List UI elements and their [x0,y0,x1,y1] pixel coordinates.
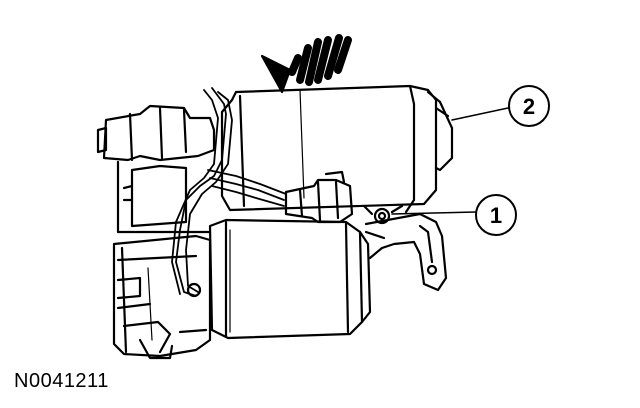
callout-1: 1 [475,194,517,236]
upper-connector-block [96,104,216,234]
arrow-bars [288,34,352,86]
wiring-harness [171,87,287,297]
leader-line-2 [451,107,509,121]
compressor-motor [208,218,372,340]
rotation-arrow [260,34,352,94]
leader-line-1 [391,211,477,215]
pump-head [112,234,212,360]
callout-2: 2 [508,85,550,127]
arrow-head [260,54,292,94]
mounting-bracket-right [364,212,448,292]
callout-1-label: 1 [490,203,502,228]
figure-id: N0041211 [14,370,109,392]
callout-2-label: 2 [523,94,535,119]
electrical-connector [284,170,354,224]
mounting-bolt [362,204,404,225]
air-dryer-canister [220,84,454,214]
